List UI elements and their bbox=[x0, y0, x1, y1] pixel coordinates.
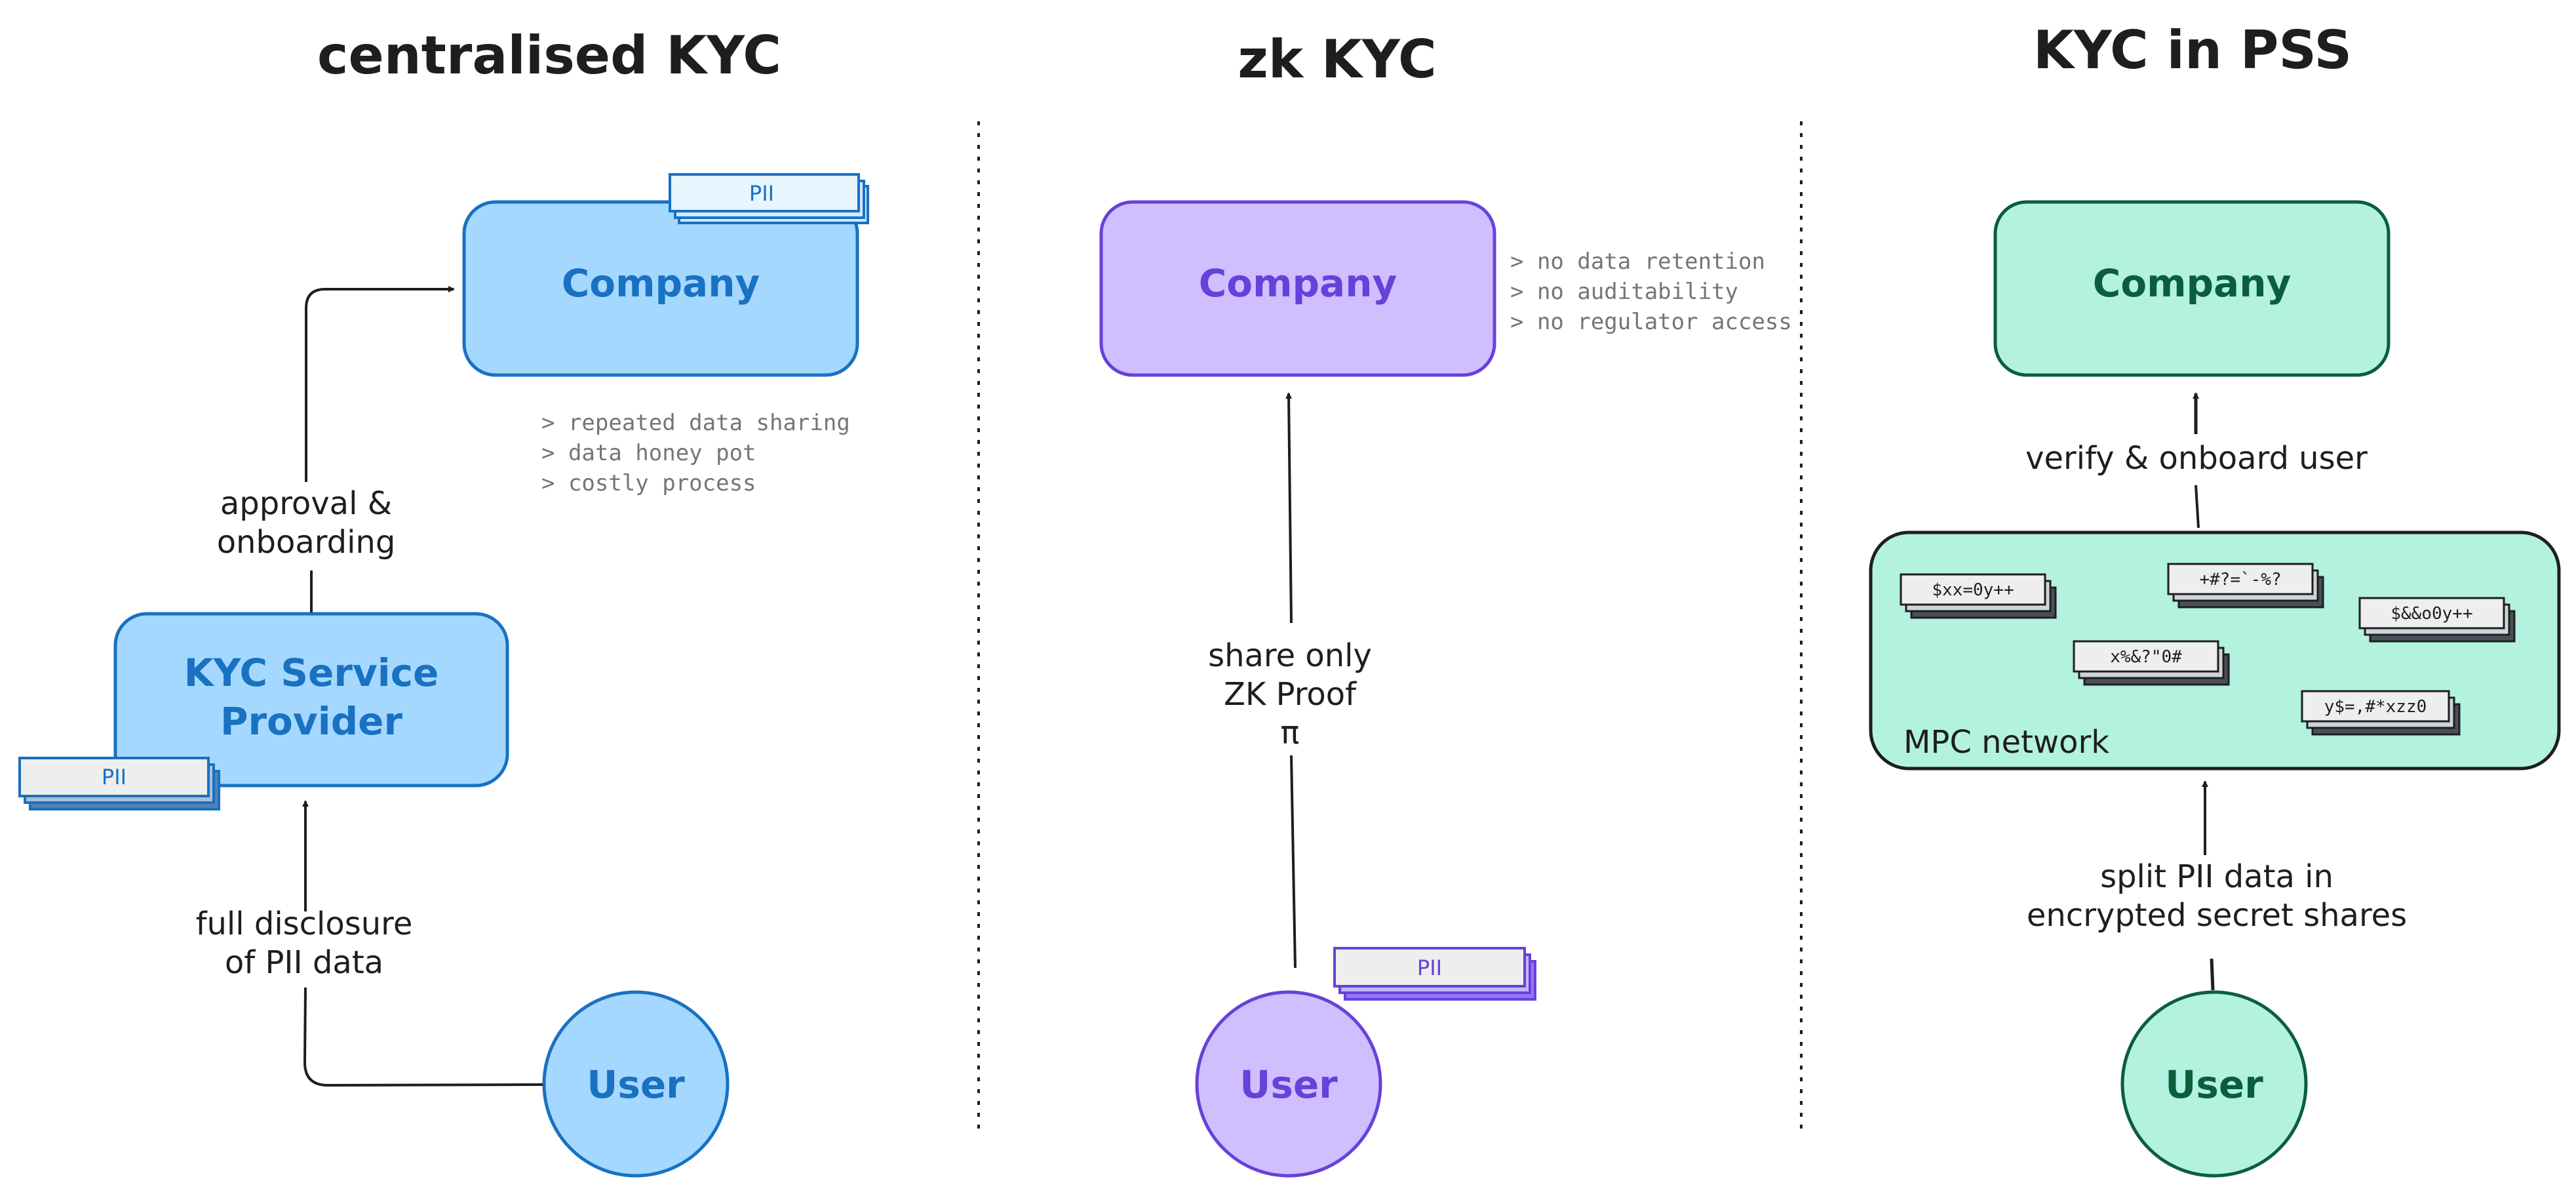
zk-note-1: > no data retention bbox=[1510, 249, 1765, 275]
zk-company-label: Company bbox=[1199, 261, 1397, 306]
centralised-company-pii-tag: PII bbox=[669, 173, 869, 224]
centralised-user-label: User bbox=[587, 1062, 685, 1107]
secret-share-1: $xx=0y++ bbox=[1900, 573, 2057, 619]
secret-share-4: x%&?"0# bbox=[2073, 640, 2230, 686]
edge-share-only: share only bbox=[1208, 637, 1372, 674]
pss-user-label: User bbox=[2165, 1062, 2263, 1107]
zk-note-3: > no regulator access bbox=[1510, 309, 1792, 335]
secret-share-1-text: $xx=0y++ bbox=[1932, 580, 2014, 600]
zk-user-pii-label: PII bbox=[1417, 955, 1442, 980]
edge-pi-symbol: π bbox=[1281, 715, 1300, 751]
centralised-note-2: > data honey pot bbox=[541, 440, 756, 466]
title-zk-kyc: zk KYC bbox=[1238, 29, 1436, 90]
arrow-provider-to-company-upper bbox=[305, 286, 455, 482]
provider-label-line1: KYC Service bbox=[184, 650, 439, 695]
secret-share-3-text: $&&o0y++ bbox=[2391, 604, 2472, 624]
kyc-service-provider-box: KYC Service Provider bbox=[113, 612, 509, 788]
edge-approval-line2: onboarding bbox=[217, 524, 396, 561]
mpc-network-label: MPC network bbox=[1903, 724, 2109, 761]
provider-label-line2: Provider bbox=[220, 699, 403, 744]
zk-user-pii-tag: PII bbox=[1333, 947, 1536, 1001]
arrow-user-to-provider bbox=[303, 987, 543, 1087]
centralised-company-box: Company bbox=[462, 200, 859, 377]
centralised-note-1: > repeated data sharing bbox=[541, 410, 850, 436]
zk-note-2: > no auditability bbox=[1510, 279, 1738, 305]
edge-full-disclosure-line1: full disclosure bbox=[196, 906, 413, 942]
arrow-zk-user-to-company-upper bbox=[1285, 392, 1293, 624]
secret-share-5-text: y$=,#*xzz0 bbox=[2324, 697, 2427, 717]
arrow-network-to-company bbox=[2195, 485, 2200, 529]
edge-full-disclosure-line2: of PII data bbox=[225, 944, 383, 981]
provider-pii-tag: PII bbox=[18, 757, 220, 810]
pss-company-label: Company bbox=[2093, 261, 2292, 306]
secret-share-2: +#?=`-%? bbox=[2167, 563, 2324, 609]
secret-share-4-text: x%&?"0# bbox=[2110, 647, 2182, 667]
zk-user-circle: User bbox=[1195, 990, 1382, 1178]
edge-zk-proof: ZK Proof bbox=[1224, 676, 1357, 713]
arrow-zk-user-to-company-lower bbox=[1290, 755, 1297, 969]
title-centralised-kyc: centralised KYC bbox=[317, 25, 781, 86]
title-kyc-in-pss: KYC in PSS bbox=[2033, 20, 2352, 81]
provider-pii-label: PII bbox=[102, 765, 127, 790]
secret-share-2-text: +#?=`-%? bbox=[2199, 570, 2281, 590]
secret-share-3: $&&o0y++ bbox=[2358, 597, 2516, 643]
centralised-company-label: Company bbox=[562, 261, 760, 306]
edge-approval-line1: approval & bbox=[220, 485, 392, 522]
edge-split-pii-line2: encrypted secret shares bbox=[2027, 897, 2407, 934]
centralised-company-pii-label: PII bbox=[749, 181, 774, 206]
arrow-user-to-network-lower bbox=[2210, 958, 2215, 991]
centralised-note-3: > costly process bbox=[541, 470, 756, 496]
pss-company-box: Company bbox=[1993, 200, 2391, 377]
secret-share-5: y$=,#*xzz0 bbox=[2301, 690, 2461, 736]
pss-user-circle: User bbox=[2120, 990, 2308, 1178]
zk-user-label: User bbox=[1239, 1062, 1338, 1107]
edge-split-pii-line1: split PII data in bbox=[2100, 858, 2333, 895]
centralised-user-circle: User bbox=[542, 990, 730, 1178]
zk-company-box: Company bbox=[1099, 200, 1496, 377]
edge-verify-onboard: verify & onboard user bbox=[2025, 440, 2368, 477]
